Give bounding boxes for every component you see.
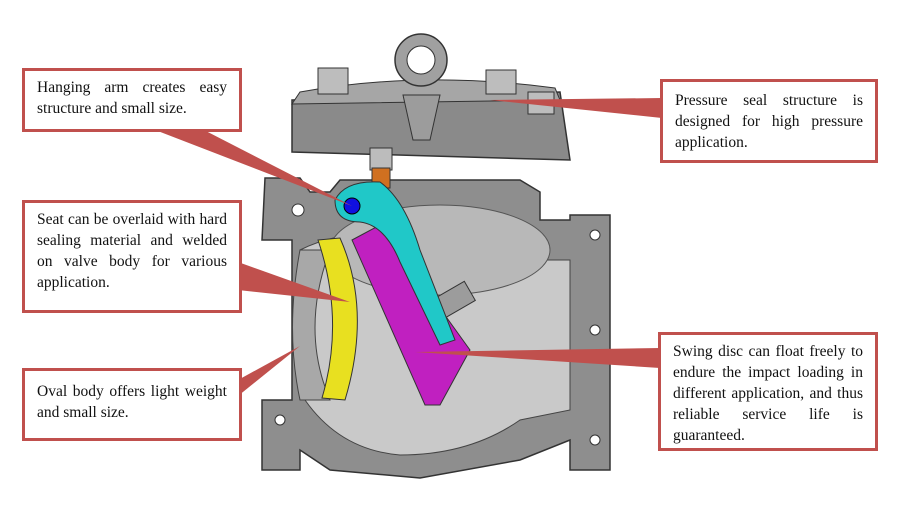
callout-pressure-seal: Pressure seal structure is designed for … <box>660 79 878 163</box>
hanging-arm <box>334 181 456 346</box>
bonnet-cover <box>291 33 571 189</box>
callout-seat: Seat can be overlaid with hard sealing m… <box>22 200 242 313</box>
callout-pointers <box>150 98 662 396</box>
callout-hanging-arm: Hanging arm creates easy structure and s… <box>22 68 242 132</box>
callout-oval-body: Oval body offers light weight and small … <box>22 368 242 441</box>
callout-swing-disc: Swing disc can float freely to endure th… <box>658 332 878 451</box>
